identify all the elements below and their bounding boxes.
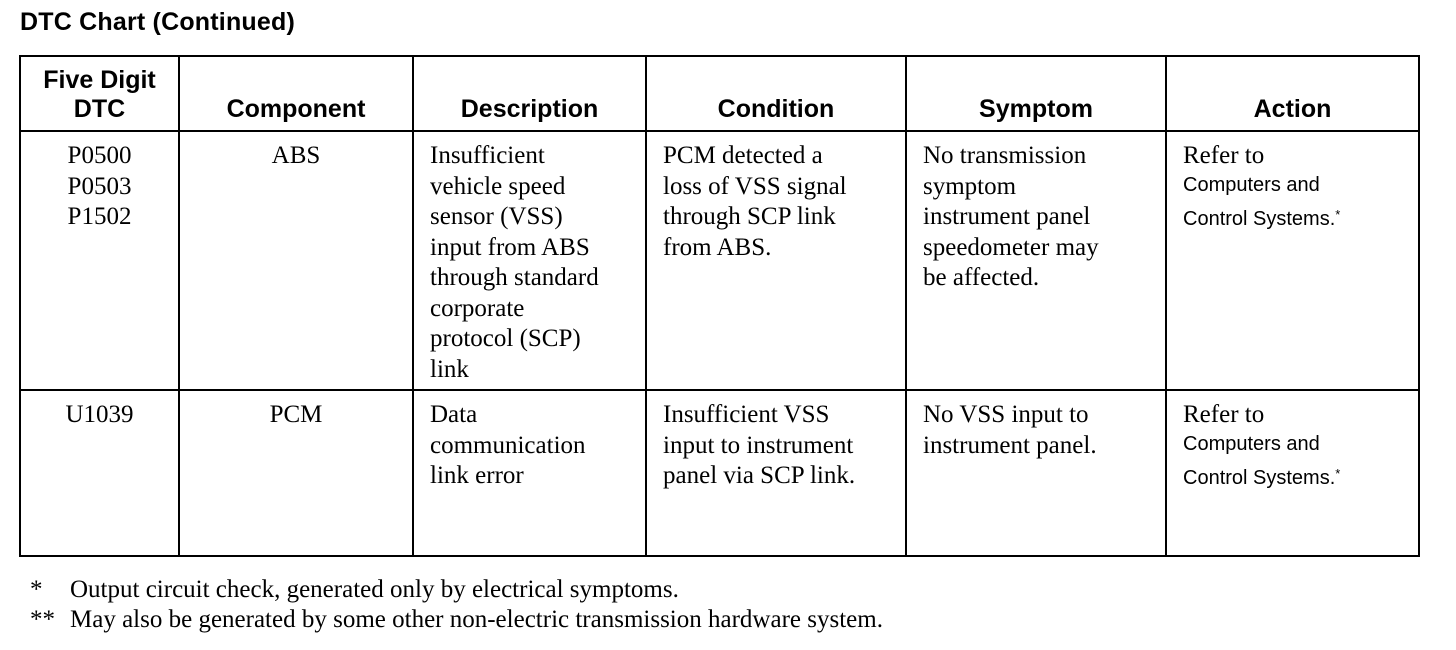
cell-action: Refer to Computers and Control Systems.* (1165, 130, 1420, 391)
table-row: U1039 PCM Data communication link error … (19, 389, 1420, 557)
footnotes: * Output circuit check, generated only b… (30, 575, 883, 635)
footnote-marker: * (1335, 466, 1341, 481)
cell-symptom: No transmission symptom instrument panel… (905, 130, 1167, 391)
cell-symptom: No VSS input to instrument panel. (905, 389, 1167, 557)
header-condition: Condition (645, 55, 907, 132)
cell-description: Data communication link error (412, 389, 647, 557)
header-description: Description (412, 55, 647, 132)
footnote-mark: ** (30, 606, 55, 633)
cell-description: Insufficient vehicle speed sensor (VSS) … (412, 130, 647, 391)
header-five-digit-dtc: Five Digit DTC (19, 55, 180, 132)
cell-dtc: P0500 P0503 P1502 (19, 130, 180, 391)
header-component: Component (178, 55, 414, 132)
footnote-text: May also be generated by some other non-… (70, 606, 883, 633)
cell-action: Refer to Computers and Control Systems.* (1165, 389, 1420, 557)
footnote-mark: * (30, 576, 43, 603)
table-row: P0500 P0503 P1502 ABS Insufficient vehic… (19, 130, 1420, 391)
cell-condition: PCM detected a loss of VSS signal throug… (645, 130, 907, 391)
header-action: Action (1165, 55, 1420, 132)
footnote-text: Output circuit check, generated only by … (70, 576, 679, 603)
cell-component: PCM (178, 389, 414, 557)
cell-condition: Insufficient VSS input to instrument pan… (645, 389, 907, 557)
dtc-table: Five Digit DTC Component Description Con… (19, 55, 1420, 557)
footnote-item: ** May also be generated by some other n… (30, 605, 883, 635)
header-symptom: Symptom (905, 55, 1167, 132)
footnote-marker: * (1335, 207, 1341, 222)
table-header-row: Five Digit DTC Component Description Con… (19, 55, 1420, 132)
cell-component: ABS (178, 130, 414, 391)
footnote-item: * Output circuit check, generated only b… (30, 575, 883, 605)
cell-dtc: U1039 (19, 389, 180, 557)
page-title: DTC Chart (Continued) (20, 8, 295, 36)
